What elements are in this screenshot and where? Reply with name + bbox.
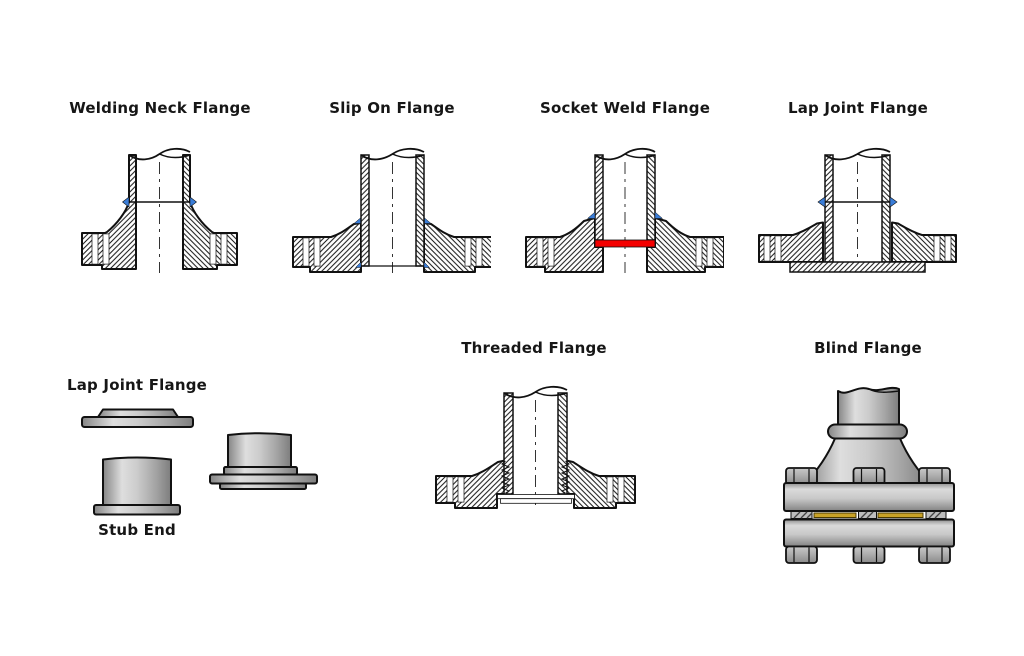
lap-joint-parts-3d — [81, 408, 318, 516]
thread-line — [500, 460, 511, 494]
bolt-hole — [536, 237, 544, 267]
threaded-flange-title: Threaded Flange — [461, 339, 607, 357]
assembled-lap-joint-3d — [209, 432, 318, 490]
socket-weld-flange-diagram — [525, 147, 724, 273]
pipe-break-line — [624, 153, 656, 159]
welding-neck-flange-title: Welding Neck Flange — [69, 99, 251, 117]
bolt-hole — [446, 476, 454, 503]
pipe-end-chamfer — [500, 498, 572, 504]
slip-on-flange-title: Slip On Flange — [329, 99, 455, 117]
bolt-hole — [547, 237, 555, 267]
socket-weld-flange-title: Socket Weld Flange — [539, 99, 711, 117]
flange-cross-section-half — [435, 392, 514, 509]
gasket-and-studs — [790, 511, 947, 519]
blind-flange-plate — [783, 518, 955, 548]
threaded-flange-diagram — [435, 385, 636, 509]
stud-section — [790, 511, 813, 519]
blind-flange-diagram — [783, 386, 955, 564]
weld-bead — [817, 196, 826, 208]
stud-section — [858, 511, 877, 519]
flange-cross-section-half — [525, 154, 604, 273]
weld-bead — [586, 211, 596, 219]
pipe-break-line — [535, 391, 568, 397]
stud-section — [925, 511, 947, 519]
slip-on-flange-diagram — [292, 147, 491, 273]
pipe-end-chamfer — [497, 494, 575, 500]
flange-cross-section-half — [81, 154, 137, 270]
pipe-break-line — [857, 153, 891, 159]
pipe-break-line — [159, 153, 191, 159]
weld-neck-flange-plate — [783, 482, 955, 512]
bolt-hole — [102, 233, 110, 265]
bolt-hole — [91, 233, 99, 265]
expansion-gap-indicator — [594, 239, 656, 248]
weld-bead — [354, 261, 362, 268]
flange-cross-section-half — [292, 154, 370, 273]
bottom-nuts — [785, 545, 951, 564]
bolt-hole — [774, 235, 782, 262]
pipe-break-line — [392, 153, 425, 159]
stub-end-label: Stub End — [98, 521, 176, 539]
weld-bead — [353, 216, 362, 224]
weld-collar — [827, 423, 908, 440]
pipe-and-stub-wall — [824, 154, 834, 263]
bolt-hole — [313, 237, 321, 267]
pipe-wall — [594, 154, 604, 241]
stub-end-lap — [789, 261, 926, 273]
pipe-wall — [360, 154, 370, 267]
pipe-3d — [837, 386, 900, 427]
lap-joint-flange-diagram — [758, 147, 957, 273]
bolt-hole — [302, 237, 310, 267]
blind-flange-title: Blind Flange — [814, 339, 922, 357]
flange-cross-section-half — [758, 154, 834, 263]
gasket — [877, 512, 924, 518]
stub-end-3d — [93, 456, 181, 516]
gasket — [813, 512, 857, 518]
bolt-hole — [763, 235, 771, 262]
bolt-hole — [457, 476, 465, 503]
pipe-wall — [503, 392, 514, 495]
weld-bead — [122, 196, 130, 208]
welding-neck-flange-diagram — [81, 147, 238, 273]
pipe-break-line — [868, 388, 900, 393]
lap-joint-flange-part-label: Lap Joint Flange — [66, 376, 208, 394]
lap-joint-flange-title: Lap Joint Flange — [787, 99, 929, 117]
loose-ring-flange-3d — [81, 408, 194, 428]
